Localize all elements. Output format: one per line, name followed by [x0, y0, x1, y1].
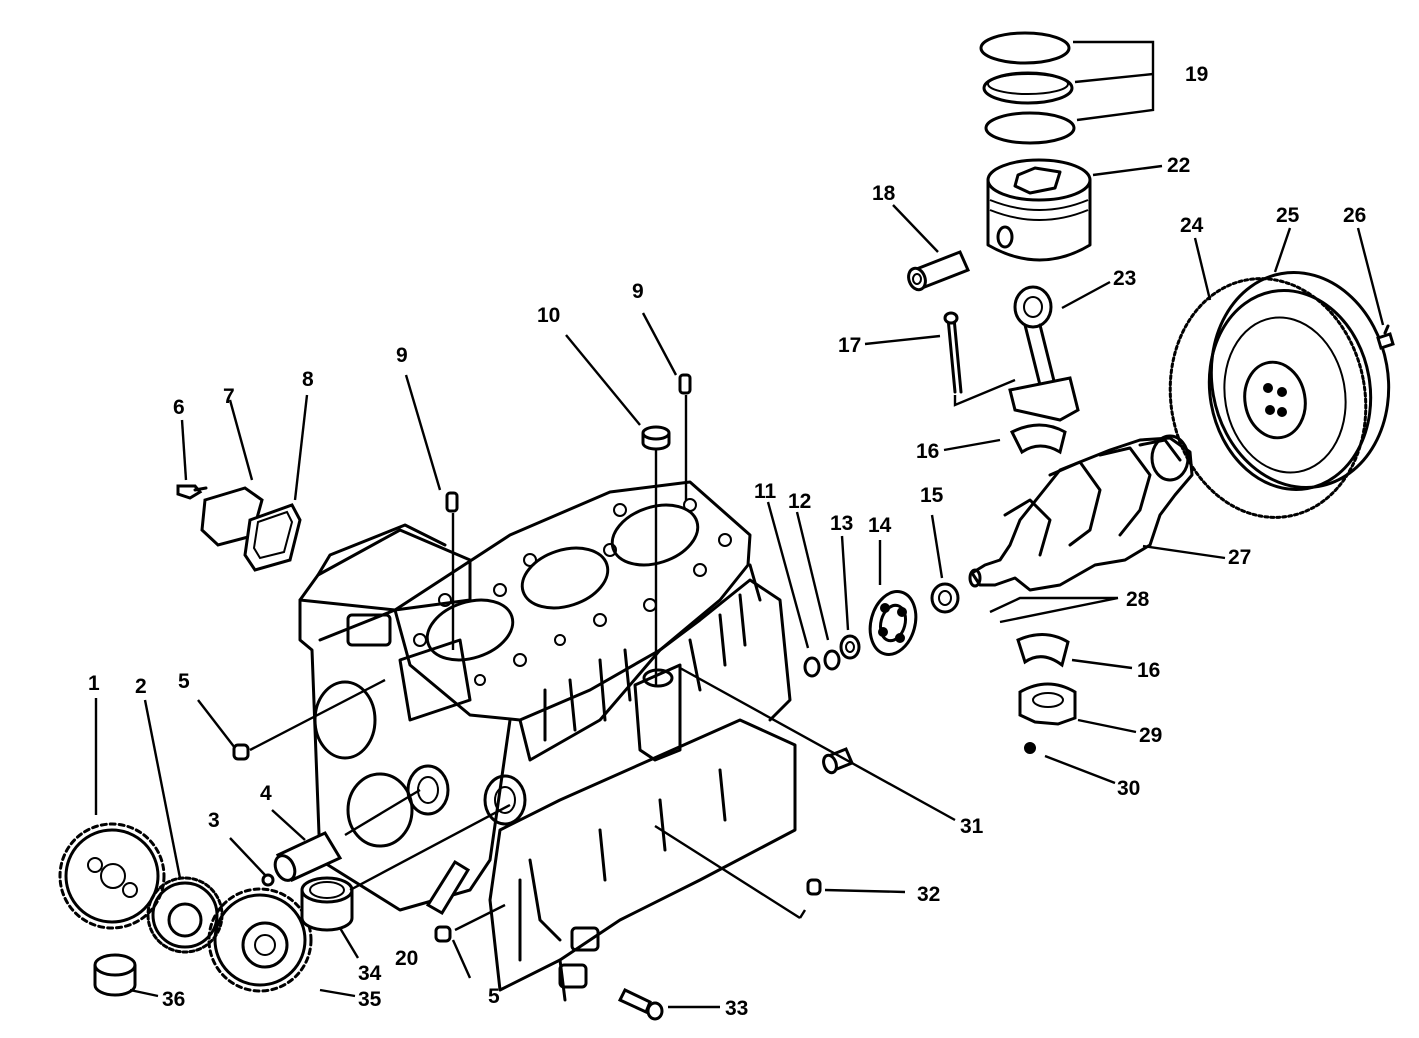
- callout-26: 26: [1343, 204, 1366, 227]
- callout-22: 22: [1167, 154, 1190, 177]
- nut-30: [1024, 742, 1036, 754]
- crankshaft-27: [968, 434, 1194, 592]
- callout-23: 23: [1113, 267, 1136, 290]
- dowel-pin-5-upper: [232, 743, 250, 761]
- plug-32: [806, 878, 822, 896]
- collar-15: [930, 582, 960, 614]
- nut-washers-11-13: [803, 634, 861, 678]
- bearing-16-lower: [1016, 633, 1070, 668]
- piston-rings-19: [979, 31, 1076, 145]
- bearing-16-upper: [1009, 423, 1067, 455]
- dowel-pin-5-lower: [434, 925, 452, 943]
- callout-5-upper: 5: [178, 670, 190, 693]
- callout-25: 25: [1276, 204, 1300, 227]
- callout-12: 12: [788, 490, 811, 513]
- connecting-rod-23: [1008, 285, 1080, 422]
- crank-gear-14: [868, 590, 918, 656]
- callout-27: 27: [1228, 546, 1251, 569]
- gasket-8: [243, 503, 302, 572]
- flywheel-25: [1207, 271, 1391, 491]
- bearing-cap-29: [1018, 682, 1077, 726]
- bolt-26: [1376, 324, 1395, 350]
- callout-35: 35: [358, 988, 382, 1011]
- leader-lines: [94, 40, 1385, 1009]
- callout-33: 33: [725, 997, 748, 1020]
- callout-13: 13: [830, 512, 853, 535]
- callout-15: 15: [920, 484, 944, 507]
- bolt-17: [943, 311, 963, 394]
- callout-18: 18: [872, 182, 896, 205]
- callout-34: 34: [358, 962, 382, 985]
- bushing-34: [300, 876, 354, 932]
- callout-1: 1: [88, 672, 100, 695]
- callout-labels: 1 2 3 4 5 5 6 7 8 9 9 10 11 12 13 14 15 …: [88, 63, 1366, 1020]
- callout-32: 32: [917, 883, 940, 906]
- callout-8: 8: [302, 368, 314, 391]
- plug-9-right: [678, 373, 692, 395]
- bushing-36: [93, 953, 137, 997]
- piston-pin-18: [907, 250, 971, 292]
- callout-9-right: 9: [632, 280, 644, 303]
- gear-35: [207, 887, 313, 993]
- plug-9-left: [445, 491, 459, 513]
- plug-10: [641, 425, 671, 451]
- callout-2: 2: [135, 675, 147, 698]
- callout-17: 17: [838, 334, 861, 357]
- plug-31: [822, 747, 854, 775]
- gear-2: [146, 876, 224, 954]
- piston-22: [986, 158, 1092, 262]
- callout-10: 10: [537, 304, 560, 327]
- callout-20: 20: [395, 947, 418, 970]
- callout-11: 11: [754, 480, 777, 503]
- dowel-3: [261, 873, 275, 887]
- callout-28: 28: [1126, 588, 1150, 611]
- callout-9-left: 9: [396, 344, 408, 367]
- callout-29: 29: [1139, 724, 1162, 747]
- gear-1: [58, 822, 166, 930]
- callout-30: 30: [1117, 777, 1140, 800]
- idler-shaft-4: [273, 831, 343, 882]
- callout-16-lower: 16: [1137, 659, 1160, 682]
- cylinder-block: [298, 480, 797, 1002]
- callout-19: 19: [1185, 63, 1208, 86]
- callout-5-lower: 5: [488, 985, 500, 1008]
- callout-31: 31: [960, 815, 984, 838]
- callout-3: 3: [208, 809, 220, 832]
- callout-14: 14: [868, 514, 892, 537]
- callout-36: 36: [162, 988, 185, 1011]
- callout-6: 6: [173, 396, 185, 419]
- callout-24: 24: [1180, 214, 1204, 237]
- callout-4: 4: [260, 782, 272, 805]
- bolt-33: [617, 988, 664, 1021]
- bolt-6: [176, 484, 208, 500]
- callout-16-upper: 16: [916, 440, 939, 463]
- callout-7: 7: [223, 385, 235, 408]
- ring-gear-24: [1168, 277, 1368, 519]
- pin-20: [425, 859, 471, 916]
